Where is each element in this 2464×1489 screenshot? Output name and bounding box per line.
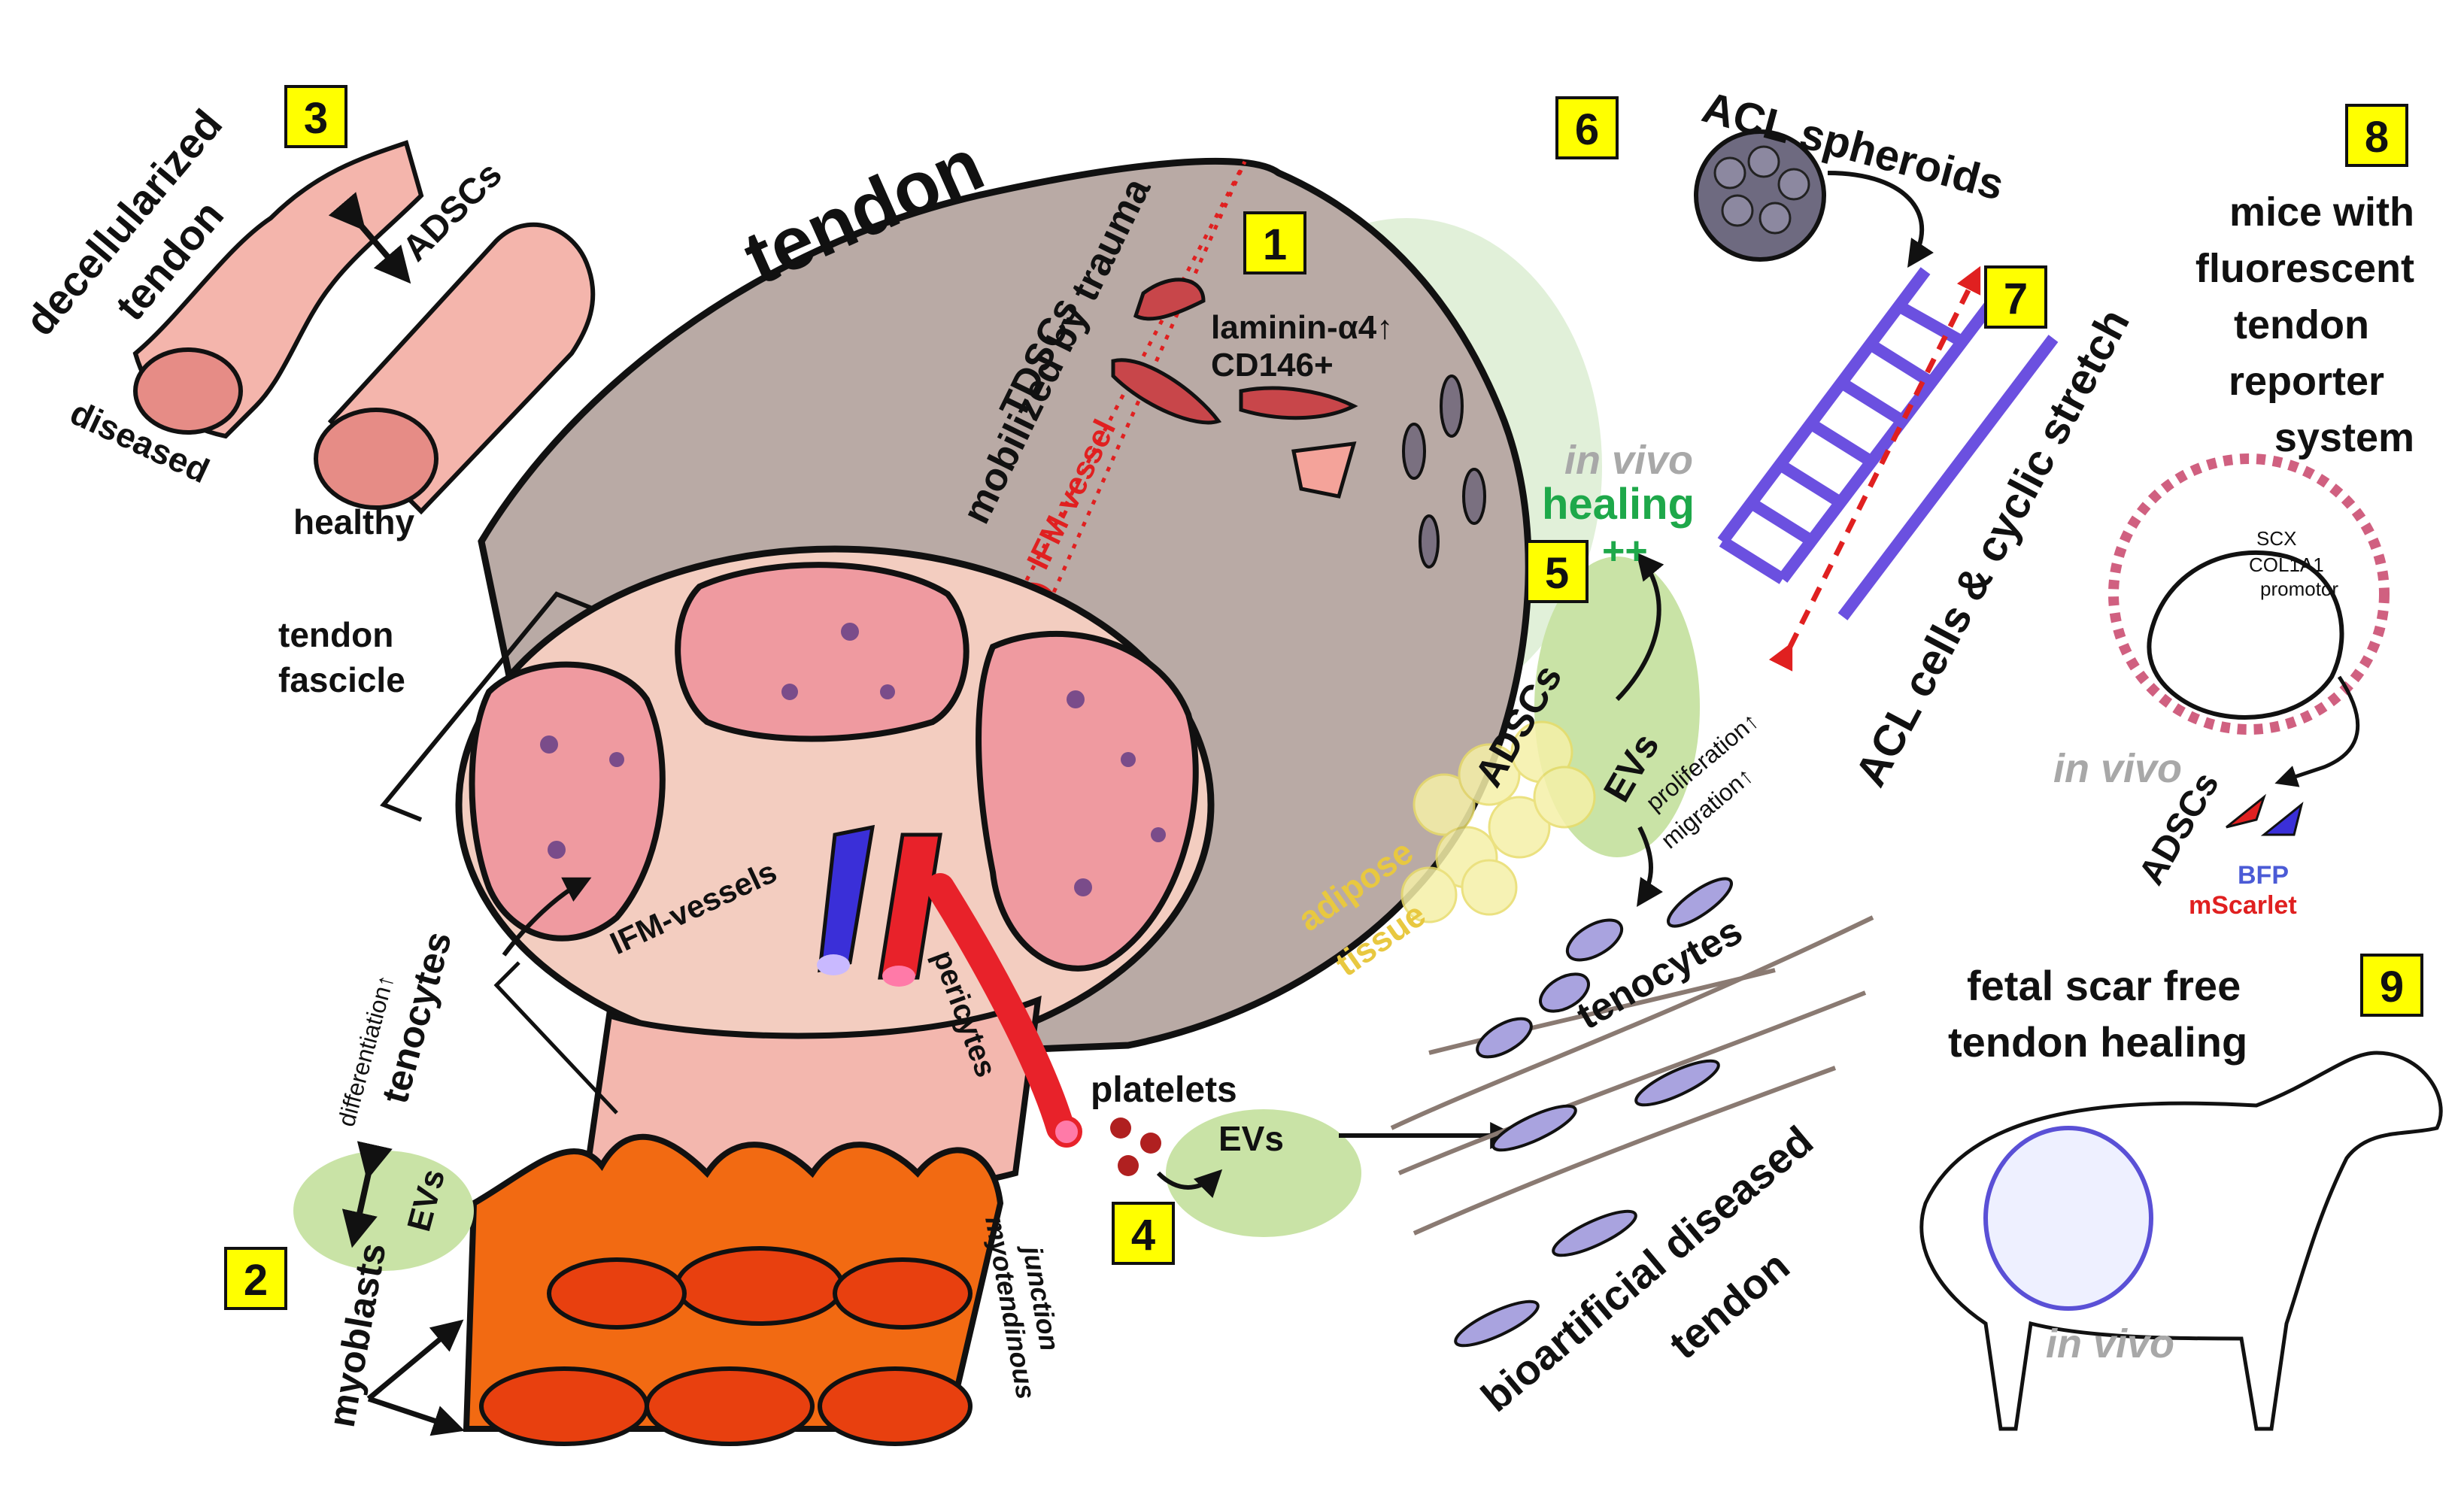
ifm-blue-vessel (818, 824, 875, 973)
mouse-body (2147, 550, 2344, 720)
myoblast-evs-arrow (341, 1141, 393, 1248)
platelet-evs-arrow (1156, 1169, 1223, 1199)
badge-4: 4 (1131, 1211, 1155, 1260)
in-vivo-label-8: in vivo (2053, 746, 2182, 791)
fetal-label-1: fetal scar free (1967, 962, 2241, 1009)
mice-label-4: reporter (2229, 359, 2384, 404)
mscarlet-label: mScarlet (2189, 891, 2297, 920)
tdsc-cells (1111, 277, 1358, 499)
blue-vessel-end (817, 954, 850, 975)
badge-9: 9 (2380, 963, 2404, 1011)
fascicle-1 (469, 661, 666, 942)
col1a1-label: COL1A1 (2249, 553, 2324, 576)
fetal-label-2: tendon healing (1948, 1018, 2247, 1066)
in-vivo-label-5: in vivo (1564, 438, 1693, 483)
adscs-double-arrow (328, 192, 411, 284)
badge-1: 1 (1263, 220, 1287, 269)
promotor-label: promotor (2260, 578, 2338, 600)
badge-5: 5 (1545, 549, 1569, 598)
mice-label-2: fluorescent (2195, 246, 2414, 291)
healthy-label: healthy (293, 502, 414, 541)
laminin-label: laminin-α4↑ (1211, 309, 1393, 346)
plusplus-label: ++ (1602, 529, 1648, 573)
mice-label-3: tendon (2234, 302, 2369, 347)
bfp-label: BFP (2238, 861, 2289, 890)
ifm-red-vessel (878, 832, 942, 980)
platelets-label: platelets (1091, 1070, 1237, 1110)
badges (224, 85, 2423, 1310)
evs-green-4 (1166, 1109, 1361, 1237)
red-vessel-tail (926, 873, 1075, 1142)
fascicle-cells (540, 623, 1166, 896)
mouse-tail (2274, 675, 2360, 787)
evs-tenocytes-arrow (1637, 826, 1663, 907)
diseased-tendon-end (133, 347, 243, 435)
tenocyte-cells-5 (1476, 877, 1733, 1059)
badge-8: 8 (2365, 113, 2389, 162)
badge-6: 6 (1575, 105, 1599, 154)
badge-3: 3 (304, 94, 328, 143)
red-vessel-end (882, 966, 915, 987)
evs-label-4: EVs (1218, 1119, 1284, 1158)
scx-label: SCX (2256, 527, 2296, 550)
fetus-womb (1983, 1126, 2153, 1311)
scaffold-cells (1454, 1059, 1720, 1348)
myoblast-arrow-1 (366, 1319, 464, 1401)
in-vivo-label-9: in vivo (2046, 1321, 2174, 1366)
adipose-cells (1400, 720, 1596, 923)
fascicle-2 (675, 562, 970, 742)
platelets-icon (1110, 1118, 1161, 1176)
healing-tenocytes (1402, 375, 1486, 569)
tenocyte-arrow (502, 877, 592, 957)
tendon-fascicle-label-2: fascicle (278, 660, 405, 699)
mice-label-1: mice with (2229, 190, 2414, 235)
bioartificial-scaffold (1390, 915, 1874, 1236)
red-vessel-tail-end (1051, 1116, 1082, 1148)
cd146-label: CD146+ (1211, 347, 1334, 384)
spheroid-cells (1713, 145, 1810, 235)
cyclic-stretch-arrow (1768, 265, 1981, 672)
tendon-fascicle-bracket (380, 591, 596, 822)
mtj-bracket (493, 961, 618, 1114)
muscle-fibers (479, 1246, 973, 1446)
tendon-fascicle-label-1: tendon (278, 615, 393, 654)
fascicle-3 (976, 630, 1199, 972)
myoblast-arrow-2 (367, 1396, 465, 1436)
badge-7: 7 (2004, 274, 2028, 323)
healthy-tendon-end (314, 408, 438, 510)
adscs-fluorescent (2226, 793, 2304, 836)
mice-label-5: system (2274, 415, 2414, 460)
healing-label: healing (1542, 480, 1695, 529)
spheroid-arrow (1827, 171, 1934, 268)
evs-healing-arrow (1615, 552, 1664, 702)
badge-2: 2 (244, 1256, 268, 1305)
